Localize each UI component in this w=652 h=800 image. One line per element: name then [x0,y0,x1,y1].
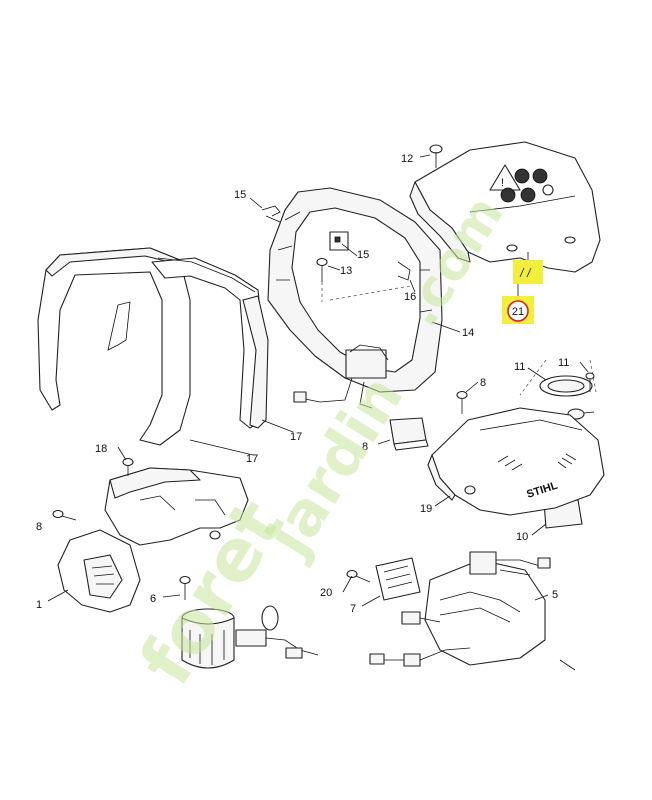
screw-15-mid [316,257,328,302]
ring-12-part [519,359,597,420]
callout-15-mid: 13 [340,265,352,277]
highlight-ring [507,300,529,322]
callout-10: 19 [420,503,432,515]
callout-11-right: 10 [516,531,528,543]
highlight-label: 21 [512,306,524,318]
highlight-box-upper [513,260,543,284]
callout-8-right: 8 [480,377,486,389]
bracket-part [104,467,249,546]
callout-14: 14 [462,327,474,339]
motor-housing-part: STIHL [427,407,605,516]
clip-17-right [329,261,411,301]
callout-1: 1 [36,599,42,611]
motor-part [181,605,319,669]
top-cover-part: ! [409,141,601,273]
callout-19: 17 [246,453,258,465]
screw-8-left [52,509,77,521]
callout-20: 18 [95,443,107,455]
watermark-text-b: jardin [252,364,417,570]
inner-frame-part [267,187,443,393]
callout-12: 11 [514,361,525,373]
cover-18-part [151,257,269,429]
callout-7: 7 [350,603,356,615]
callout-15-top: 12 [401,153,413,165]
callout-8-left: 8 [36,521,42,533]
callout-16: 15 [357,249,369,261]
callout-labels: 12 15 15 13 16 14 11 11 8 17 8 17 18 19 … [36,153,569,615]
screw-6 [179,575,191,600]
callout-17-right: 16 [404,291,416,303]
svg-text:!: ! [501,177,504,189]
leader-lines [47,243,589,607]
screw-13 [585,372,595,392]
callout-6: 6 [150,593,156,605]
electronics-5-part [369,551,576,671]
callout-8-lower: 20 [320,587,332,599]
switch-housing-part [57,529,141,613]
callout-17-left: 15 [234,189,246,201]
callout-5: 5 [552,589,558,601]
highlight-callout[interactable]: 21 [502,252,543,324]
screw-15-top [419,144,443,168]
screw-8-lower [346,569,371,583]
screw-8-right [456,390,468,414]
foam-block-11-left [389,417,429,451]
callout-13: 11 [558,357,569,369]
clip-17-left [249,197,281,223]
callout-11-left: 8 [362,441,368,453]
callout-18: 17 [290,431,302,443]
screw-20 [122,457,134,476]
board-7-part [375,557,421,601]
